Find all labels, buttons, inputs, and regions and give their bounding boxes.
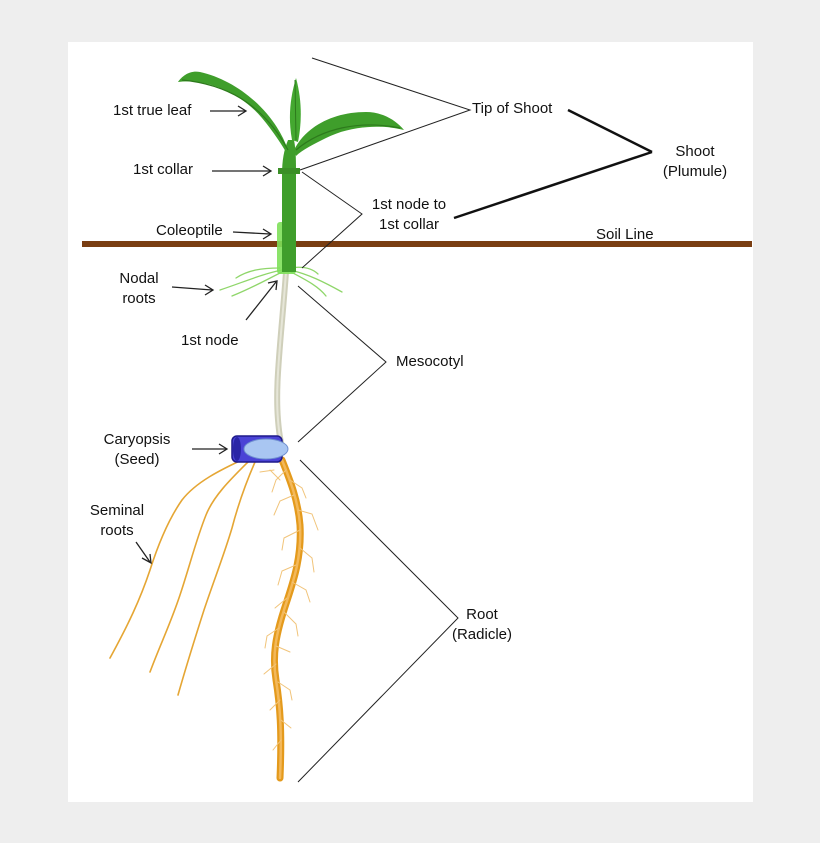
label-root: Root (Radicle): [446, 605, 518, 645]
label-root-line2: (Radicle): [451, 626, 512, 643]
label-node-to-collar-line2: 1st collar: [378, 216, 440, 233]
label-caryopsis-line2: (Seed): [114, 451, 160, 468]
collar-marker: [278, 168, 300, 174]
label-seminal-roots-line2: roots: [100, 522, 134, 539]
first-true-leaf: [178, 71, 289, 152]
label-first-node: 1st node: [181, 332, 239, 349]
seminal-roots: [109, 457, 256, 696]
label-caryopsis-line1: Caryopsis: [103, 431, 171, 448]
shoot-tip-leaf: [289, 78, 301, 142]
label-nodal-roots: Nodal roots: [110, 269, 168, 309]
label-shoot-line1: Shoot: [675, 143, 715, 160]
label-seminal-roots: Seminal roots: [84, 501, 150, 541]
label-nodal-roots-line2: roots: [122, 290, 156, 307]
label-coleoptile: Coleoptile: [156, 222, 223, 239]
bracket-root: [297, 459, 459, 783]
bracket-tip-of-shoot: [299, 57, 472, 171]
label-shoot-line2: (Plumule): [662, 163, 728, 180]
soil-line: [82, 241, 752, 247]
label-arrows: [135, 105, 278, 565]
label-shoot: Shoot (Plumule): [655, 142, 735, 182]
label-node-to-collar: 1st node to 1st collar: [362, 195, 456, 235]
label-tip-of-shoot: Tip of Shoot: [472, 100, 553, 117]
label-soil-line: Soil Line: [596, 226, 654, 243]
bracket-node-collar: [301, 171, 363, 269]
bracket-lines: [297, 57, 472, 783]
arrow-seminal-roots: [135, 541, 151, 563]
label-root-line1: Root: [466, 606, 498, 623]
shoot-bracket: [453, 108, 653, 220]
mesocotyl-highlight: [276, 271, 287, 447]
arrow-nodal-roots: [171, 286, 213, 291]
radicle-root: [259, 456, 319, 782]
shoot-stem: [282, 140, 296, 272]
caryopsis-seed: [231, 435, 289, 463]
label-nodal-roots-line1: Nodal: [119, 270, 159, 287]
arrow-first-node: [245, 281, 277, 321]
label-seminal-roots-line1: Seminal: [89, 502, 145, 519]
diagram-panel: [68, 42, 753, 802]
label-first-collar: 1st collar: [133, 161, 194, 178]
label-mesocotyl: Mesocotyl: [396, 353, 464, 370]
right-leaf: [294, 112, 404, 156]
label-node-to-collar-line1: 1st node to: [371, 196, 447, 213]
label-first-true-leaf: 1st true leaf: [113, 102, 192, 119]
label-caryopsis: Caryopsis (Seed): [96, 430, 178, 470]
arrow-coleoptile: [232, 231, 271, 235]
bracket-mesocotyl: [297, 285, 387, 443]
